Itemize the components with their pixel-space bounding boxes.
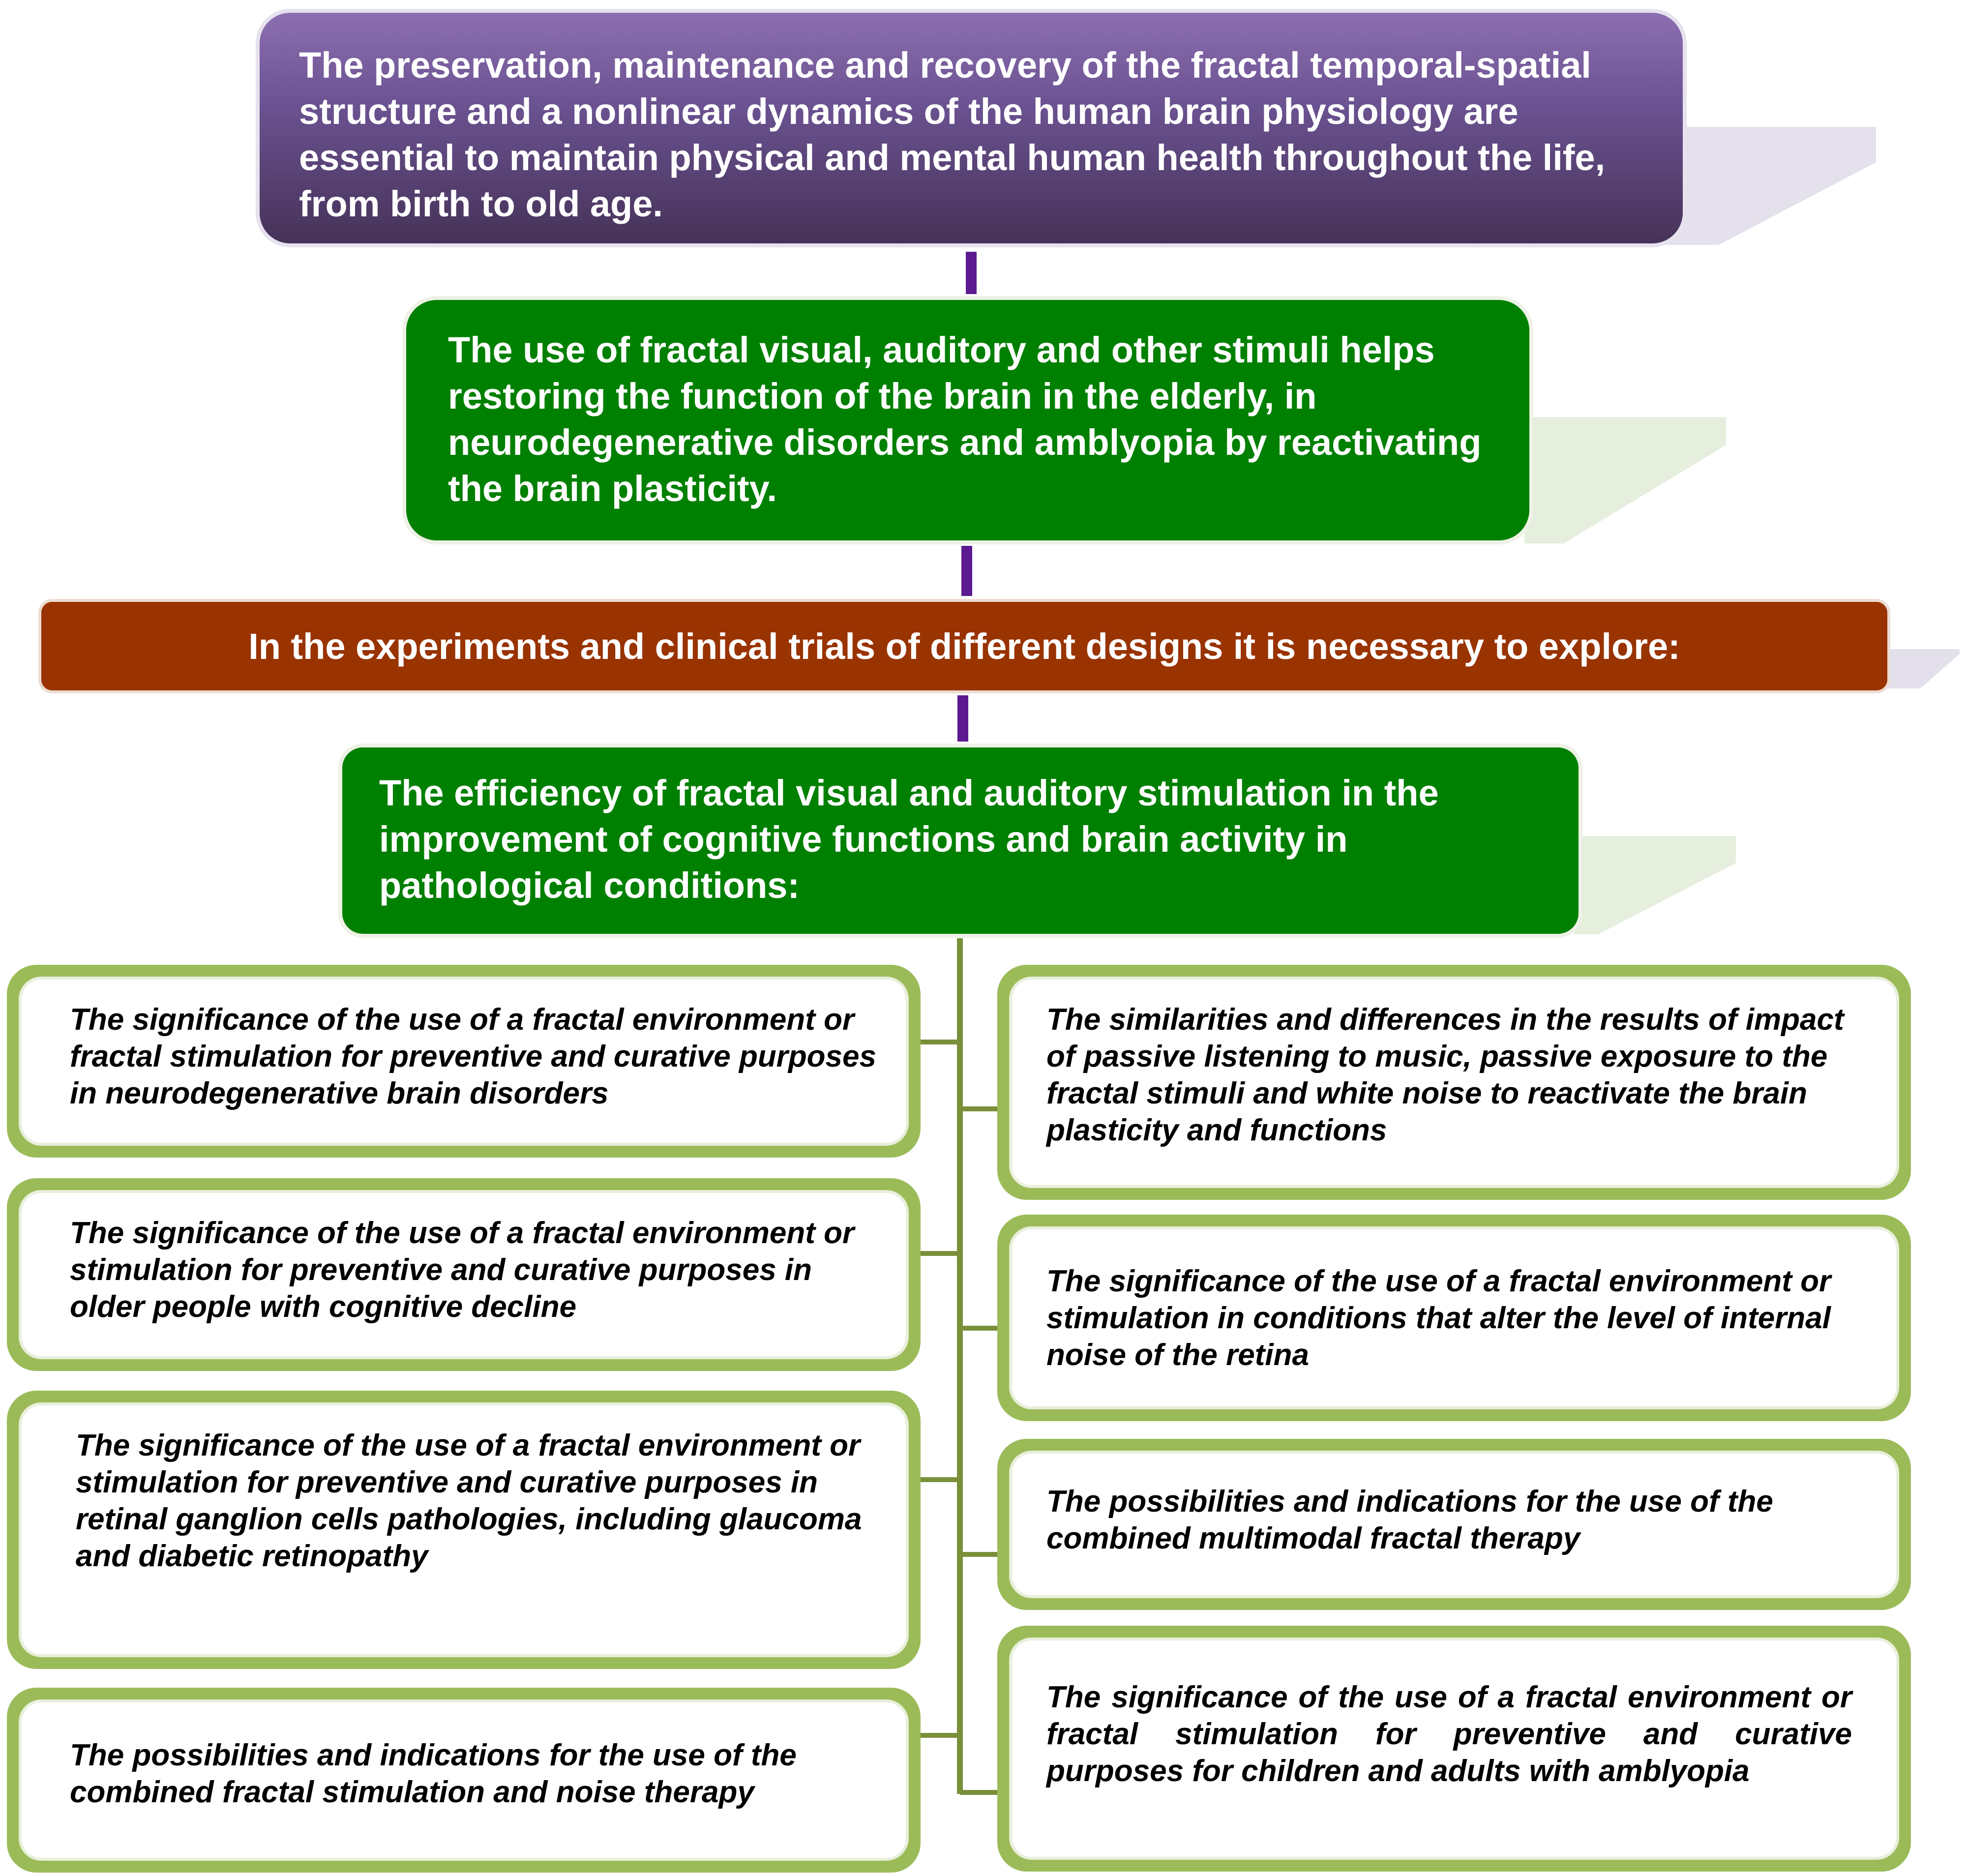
branch-right-4 xyxy=(960,1790,999,1795)
right-item-2-text: The significance of the use of a fractal… xyxy=(1009,1226,1899,1409)
left-item-4-text: The possibilities and indications for th… xyxy=(19,1699,909,1861)
left-item-2: The significance of the use of a fractal… xyxy=(7,1178,921,1371)
left-item-3-text: The significance of the use of a fractal… xyxy=(19,1402,909,1657)
right-item-3-text: The possibilities and indications for th… xyxy=(1009,1451,1899,1598)
branch-left-1 xyxy=(921,1040,960,1044)
trunk-line xyxy=(957,938,963,1794)
left-item-1-text: The significance of the use of a fractal… xyxy=(19,977,909,1146)
right-item-1: The similarities and differences in the … xyxy=(997,965,1911,1200)
right-item-4-text: The significance of the use of a fractal… xyxy=(1009,1638,1899,1860)
level3-box: In the experiments and clinical trials o… xyxy=(38,599,1890,693)
branch-left-4 xyxy=(921,1733,960,1738)
right-item-4: The significance of the use of a fractal… xyxy=(997,1626,1911,1872)
left-item-3: The significance of the use of a fractal… xyxy=(7,1391,921,1669)
branch-right-1 xyxy=(960,1106,999,1111)
level2-text: The use of fractal visual, auditory and … xyxy=(448,329,1482,509)
right-item-3: The possibilities and indications for th… xyxy=(997,1439,1911,1610)
level4-box: The efficiency of fractal visual and aud… xyxy=(338,744,1582,938)
branch-right-2 xyxy=(960,1326,999,1331)
connector-1 xyxy=(966,252,977,294)
connector-3 xyxy=(957,695,968,742)
level3-text: In the experiments and clinical trials o… xyxy=(248,626,1680,667)
header-text: The preservation, maintenance and recove… xyxy=(299,45,1606,224)
branch-left-3 xyxy=(921,1477,960,1482)
right-item-1-text: The similarities and differences in the … xyxy=(1009,977,1899,1188)
level2-box: The use of fractal visual, auditory and … xyxy=(402,296,1533,544)
header-box: The preservation, maintenance and recove… xyxy=(256,9,1687,247)
left-item-1: The significance of the use of a fractal… xyxy=(7,965,921,1158)
left-item-4: The possibilities and indications for th… xyxy=(7,1688,921,1873)
branch-left-2 xyxy=(921,1251,960,1256)
connector-2 xyxy=(961,546,972,596)
level4-text: The efficiency of fractal visual and aud… xyxy=(379,773,1439,906)
right-item-2: The significance of the use of a fractal… xyxy=(997,1215,1911,1421)
left-item-2-text: The significance of the use of a fractal… xyxy=(19,1190,909,1359)
branch-right-3 xyxy=(960,1552,999,1557)
